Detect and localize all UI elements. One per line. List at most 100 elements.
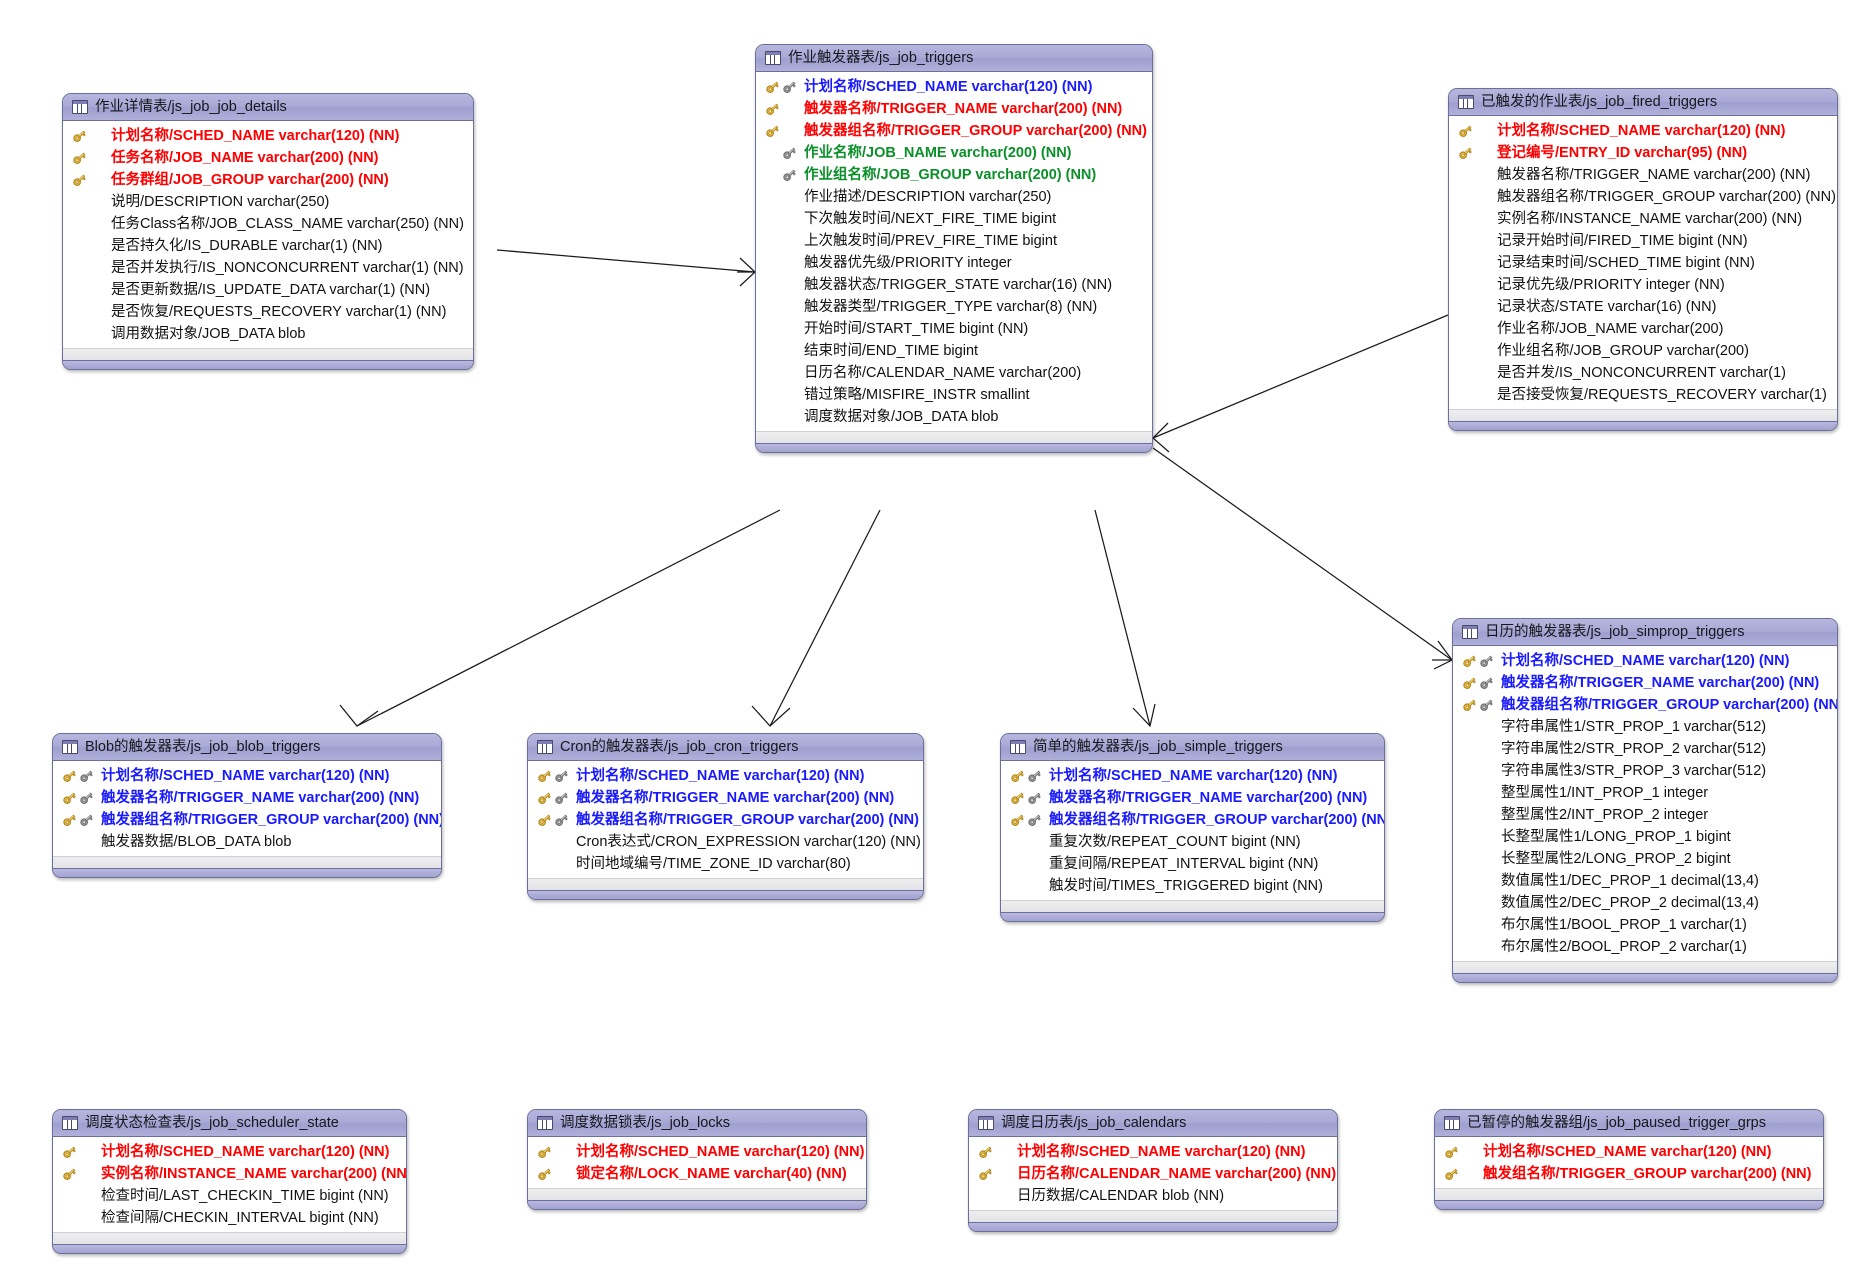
attribute-row[interactable]: 长整型属性1/LONG_PROP_1 bigint [1461, 826, 1827, 848]
attribute-row[interactable]: 字符串属性3/STR_PROP_3 varchar(512) [1461, 760, 1827, 782]
attribute-row[interactable]: 触发器名称/TRIGGER_NAME varchar(200) (NN) [1461, 672, 1827, 694]
attribute-row[interactable]: 作业名称/JOB_NAME varchar(200) (NN) [764, 142, 1142, 164]
entity-js_job_locks[interactable]: 调度数据锁表/js_job_locks 计划名称/SCHED_NAME varc… [527, 1109, 867, 1211]
attribute-row[interactable]: 下次触发时间/NEXT_FIRE_TIME bigint [764, 208, 1142, 230]
attribute-row[interactable]: 计划名称/SCHED_NAME varchar(120) (NN) [1457, 120, 1827, 142]
attribute-row[interactable]: 检查时间/LAST_CHECKIN_TIME bigint (NN) [61, 1185, 396, 1207]
attribute-row[interactable]: 布尔属性2/BOOL_PROP_2 varchar(1) [1461, 936, 1827, 958]
attribute-row[interactable]: 任务Class名称/JOB_CLASS_NAME varchar(250) (N… [71, 213, 464, 235]
attribute-row[interactable]: 触发器组名称/TRIGGER_GROUP varchar(200) (NN) [764, 120, 1147, 142]
attribute-row[interactable]: 是否恢复/REQUESTS_RECOVERY varchar(1) (NN) [71, 301, 463, 323]
attribute-row[interactable]: 计划名称/SCHED_NAME varchar(120) (NN) [61, 765, 431, 787]
entity-js_job_job_details[interactable]: 作业详情表/js_job_job_details 计划名称/SCHED_NAME… [62, 93, 474, 371]
attribute-row[interactable]: 数值属性2/DEC_PROP_2 decimal(13,4) [1461, 892, 1827, 914]
attribute-row[interactable]: 触发器名称/TRIGGER_NAME varchar(200) (NN) [1457, 164, 1827, 186]
entity-js_job_paused_trigger_grps[interactable]: 已暂停的触发器组/js_job_paused_trigger_grps 计划名称… [1434, 1109, 1824, 1211]
attribute-row[interactable]: 触发器名称/TRIGGER_NAME varchar(200) (NN) [61, 787, 431, 809]
attribute-row[interactable]: 重复次数/REPEAT_COUNT bigint (NN) [1009, 831, 1374, 853]
entity-js_job_blob_triggers[interactable]: Blob的触发器表/js_job_blob_triggers 计划名称/SCHE… [52, 733, 442, 879]
attribute-row[interactable]: 字符串属性1/STR_PROP_1 varchar(512) [1461, 716, 1827, 738]
attribute-row[interactable]: 触发器组名称/TRIGGER_GROUP varchar(200) (NN) [61, 809, 441, 831]
entity-js_job_simple_triggers[interactable]: 简单的触发器表/js_job_simple_triggers 计划名称/SCHE… [1000, 733, 1385, 923]
entity-js_job_triggers[interactable]: 作业触发器表/js_job_triggers 计划名称/SCHED_NAME v… [755, 44, 1153, 454]
entity-title-bar[interactable]: 调度状态检查表/js_job_scheduler_state [53, 1110, 406, 1138]
attribute-row[interactable]: 触发器组名称/TRIGGER_GROUP varchar(200) (NN) [1009, 809, 1384, 831]
attribute-row[interactable]: 计划名称/SCHED_NAME varchar(120) (NN) [61, 1141, 396, 1163]
attribute-row[interactable]: 触发器名称/TRIGGER_NAME varchar(200) (NN) [536, 787, 913, 809]
attribute-row[interactable]: 日历名称/CALENDAR_NAME varchar(200) [764, 362, 1142, 384]
attribute-row[interactable]: 触发器状态/TRIGGER_STATE varchar(16) (NN) [764, 274, 1142, 296]
entity-js_job_calendars[interactable]: 调度日历表/js_job_calendars 计划名称/SCHED_NAME v… [968, 1109, 1338, 1233]
attribute-row[interactable]: 字符串属性2/STR_PROP_2 varchar(512) [1461, 738, 1827, 760]
attribute-row[interactable]: 计划名称/SCHED_NAME varchar(120) (NN) [536, 765, 913, 787]
attribute-row[interactable]: 任务群组/JOB_GROUP varchar(200) (NN) [71, 169, 463, 191]
attribute-row[interactable]: 是否并发执行/IS_NONCONCURRENT varchar(1) (NN) [71, 257, 464, 279]
entity-js_job_cron_triggers[interactable]: Cron的触发器表/js_job_cron_triggers 计划名称/SCHE… [527, 733, 924, 901]
attribute-row[interactable]: 触发器组名称/TRIGGER_GROUP varchar(200) (NN) [536, 809, 919, 831]
attribute-row[interactable]: 调用数据对象/JOB_DATA blob [71, 323, 463, 345]
attribute-row[interactable]: 记录开始时间/FIRED_TIME bigint (NN) [1457, 230, 1827, 252]
entity-js_job_fired_triggers[interactable]: 已触发的作业表/js_job_fired_triggers 计划名称/SCHED… [1448, 88, 1838, 432]
attribute-row[interactable]: 错过策略/MISFIRE_INSTR smallint [764, 384, 1142, 406]
attribute-row[interactable]: 说明/DESCRIPTION varchar(250) [71, 191, 463, 213]
attribute-row[interactable]: 日历名称/CALENDAR_NAME varchar(200) (NN) [977, 1163, 1336, 1185]
entity-title-bar[interactable]: 已触发的作业表/js_job_fired_triggers [1449, 89, 1837, 117]
attribute-row[interactable]: 检查间隔/CHECKIN_INTERVAL bigint (NN) [61, 1207, 396, 1229]
entity-title-bar[interactable]: Cron的触发器表/js_job_cron_triggers [528, 734, 923, 762]
entity-js_job_simprop_triggers[interactable]: 日历的触发器表/js_job_simprop_triggers 计划名称/SCH… [1452, 618, 1838, 984]
entity-title-bar[interactable]: Blob的触发器表/js_job_blob_triggers [53, 734, 441, 762]
attribute-row[interactable]: 上次触发时间/PREV_FIRE_TIME bigint [764, 230, 1142, 252]
attribute-row[interactable]: 触发器名称/TRIGGER_NAME varchar(200) (NN) [1009, 787, 1374, 809]
attribute-row[interactable]: 记录状态/STATE varchar(16) (NN) [1457, 296, 1827, 318]
attribute-row[interactable]: 布尔属性1/BOOL_PROP_1 varchar(1) [1461, 914, 1827, 936]
attribute-row[interactable]: 触发时间/TIMES_TRIGGERED bigint (NN) [1009, 875, 1374, 897]
attribute-row[interactable]: 调度数据对象/JOB_DATA blob [764, 406, 1142, 428]
entity-js_job_scheduler_state[interactable]: 调度状态检查表/js_job_scheduler_state 计划名称/SCHE… [52, 1109, 407, 1255]
attribute-row[interactable]: 触发器名称/TRIGGER_NAME varchar(200) (NN) [764, 98, 1142, 120]
attribute-row[interactable]: 是否接受恢复/REQUESTS_RECOVERY varchar(1) [1457, 384, 1827, 406]
attribute-row[interactable]: 锁定名称/LOCK_NAME varchar(40) (NN) [536, 1163, 856, 1185]
attribute-row[interactable]: 计划名称/SCHED_NAME varchar(120) (NN) [977, 1141, 1327, 1163]
attribute-row[interactable]: 作业名称/JOB_NAME varchar(200) [1457, 318, 1827, 340]
entity-title-bar[interactable]: 日历的触发器表/js_job_simprop_triggers [1453, 619, 1837, 647]
attribute-row[interactable]: 实例名称/INSTANCE_NAME varchar(200) (NN) [61, 1163, 406, 1185]
entity-title-bar[interactable]: 调度数据锁表/js_job_locks [528, 1110, 866, 1138]
attribute-row[interactable]: 计划名称/SCHED_NAME varchar(120) (NN) [71, 125, 463, 147]
attribute-row[interactable]: 长整型属性2/LONG_PROP_2 bigint [1461, 848, 1827, 870]
attribute-row[interactable]: 计划名称/SCHED_NAME varchar(120) (NN) [1461, 650, 1827, 672]
entity-title-bar[interactable]: 简单的触发器表/js_job_simple_triggers [1001, 734, 1384, 762]
attribute-row[interactable]: 触发组名称/TRIGGER_GROUP varchar(200) (NN) [1443, 1163, 1813, 1185]
attribute-row[interactable]: 整型属性2/INT_PROP_2 integer [1461, 804, 1827, 826]
attribute-row[interactable]: 触发器类型/TRIGGER_TYPE varchar(8) (NN) [764, 296, 1142, 318]
attribute-row[interactable]: 整型属性1/INT_PROP_1 integer [1461, 782, 1827, 804]
attribute-row[interactable]: 计划名称/SCHED_NAME varchar(120) (NN) [1443, 1141, 1813, 1163]
attribute-row[interactable]: 触发器组名称/TRIGGER_GROUP varchar(200) (NN) [1461, 694, 1837, 716]
attribute-row[interactable]: Cron表达式/CRON_EXPRESSION varchar(120) (NN… [536, 831, 921, 853]
attribute-row[interactable]: 是否并发/IS_NONCONCURRENT varchar(1) [1457, 362, 1827, 384]
attribute-row[interactable]: 作业描述/DESCRIPTION varchar(250) [764, 186, 1142, 208]
attribute-row[interactable]: 结束时间/END_TIME bigint [764, 340, 1142, 362]
attribute-row[interactable]: 开始时间/START_TIME bigint (NN) [764, 318, 1142, 340]
attribute-row[interactable]: 登记编号/ENTRY_ID varchar(95) (NN) [1457, 142, 1827, 164]
attribute-row[interactable]: 是否更新数据/IS_UPDATE_DATA varchar(1) (NN) [71, 279, 463, 301]
attribute-row[interactable]: 作业组名称/JOB_GROUP varchar(200) (NN) [764, 164, 1142, 186]
attribute-row[interactable]: 数值属性1/DEC_PROP_1 decimal(13,4) [1461, 870, 1827, 892]
attribute-row[interactable]: 任务名称/JOB_NAME varchar(200) (NN) [71, 147, 463, 169]
entity-title-bar[interactable]: 已暂停的触发器组/js_job_paused_trigger_grps [1435, 1110, 1823, 1138]
attribute-row[interactable]: 记录优先级/PRIORITY integer (NN) [1457, 274, 1827, 296]
attribute-row[interactable]: 日历数据/CALENDAR blob (NN) [977, 1185, 1327, 1207]
attribute-row[interactable]: 重复间隔/REPEAT_INTERVAL bigint (NN) [1009, 853, 1374, 875]
entity-title-bar[interactable]: 调度日历表/js_job_calendars [969, 1110, 1337, 1138]
attribute-row[interactable]: 计划名称/SCHED_NAME varchar(120) (NN) [536, 1141, 864, 1163]
attribute-row[interactable]: 记录结束时间/SCHED_TIME bigint (NN) [1457, 252, 1827, 274]
attribute-row[interactable]: 实例名称/INSTANCE_NAME varchar(200) (NN) [1457, 208, 1827, 230]
attribute-row[interactable]: 触发器数据/BLOB_DATA blob [61, 831, 431, 853]
entity-title-bar[interactable]: 作业详情表/js_job_job_details [63, 94, 473, 122]
attribute-row[interactable]: 时间地域编号/TIME_ZONE_ID varchar(80) [536, 853, 913, 875]
attribute-row[interactable]: 作业组名称/JOB_GROUP varchar(200) [1457, 340, 1827, 362]
attribute-row[interactable]: 是否持久化/IS_DURABLE varchar(1) (NN) [71, 235, 463, 257]
attribute-row[interactable]: 触发器优先级/PRIORITY integer [764, 252, 1142, 274]
attribute-row[interactable]: 计划名称/SCHED_NAME varchar(120) (NN) [1009, 765, 1374, 787]
attribute-row[interactable]: 触发器组名称/TRIGGER_GROUP varchar(200) (NN) [1457, 186, 1836, 208]
attribute-row[interactable]: 计划名称/SCHED_NAME varchar(120) (NN) [764, 76, 1142, 98]
